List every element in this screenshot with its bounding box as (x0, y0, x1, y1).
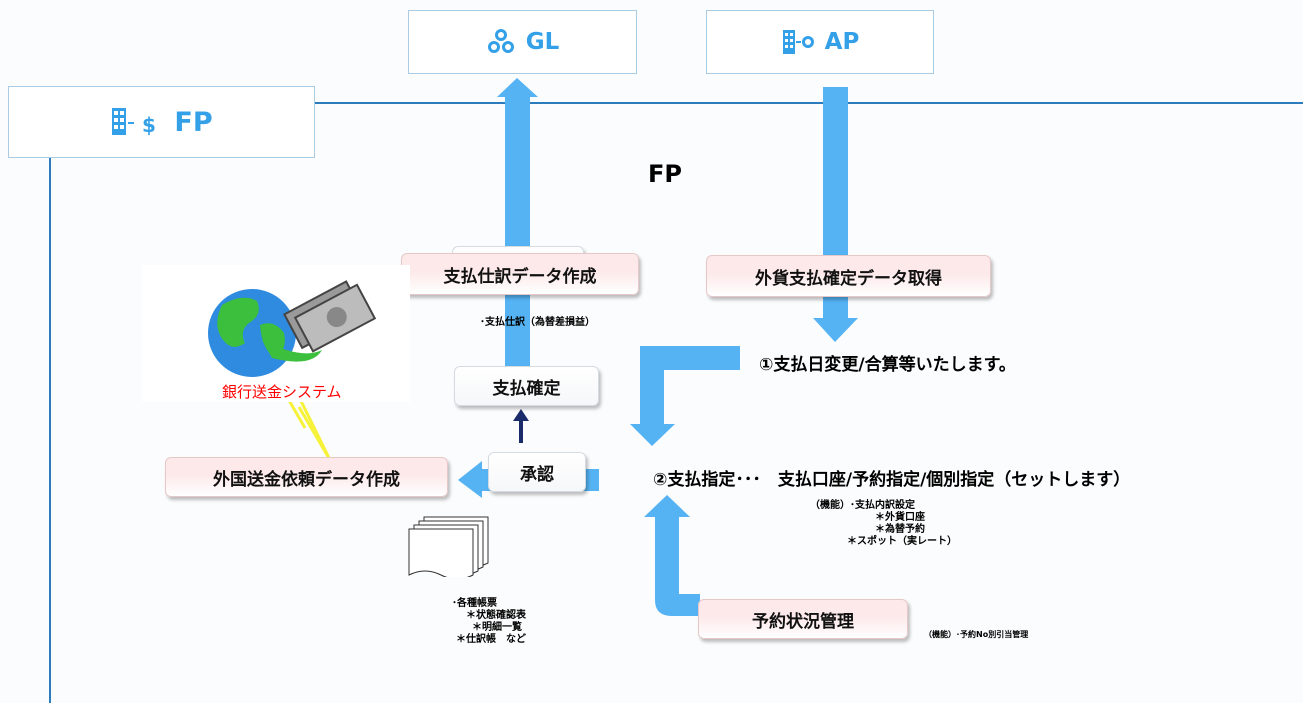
svg-text:$: $ (142, 113, 156, 137)
confirm-process[interactable]: 支払確定 (454, 366, 599, 406)
building-yen-icon (782, 30, 814, 54)
globe-money-icon (208, 280, 377, 377)
journal-note: ･支払仕訳（為替差損益） (480, 317, 595, 328)
gl-module[interactable]: GL (408, 10, 637, 74)
step1-text: ①支払日変更/合算等いたします。 (759, 355, 1016, 375)
reports-list: ･各種帳票 ＊状態確認表 ＊明細一覧 ＊仕訳帳 など (452, 598, 526, 645)
approve-process[interactable]: 承認 (488, 452, 586, 492)
bank-system-image (142, 265, 410, 402)
building-dollar-icon: $ (112, 108, 156, 137)
fp-label: FP (174, 106, 213, 138)
fx-fetch-process[interactable]: 外貨支払確定データ取得 (706, 255, 991, 297)
fp-module[interactable]: $ FP (8, 86, 315, 158)
remit-process[interactable]: 外国送金依頼データ作成 (165, 457, 448, 497)
reserve-note: （機能）･予約No別引当管理 (924, 630, 1029, 639)
function-list: （機能）･支払内訳設定 ＊外貨口座 ＊為替予約 ＊スポット（実レート） (810, 500, 957, 547)
reserve-process[interactable]: 予約状況管理 (698, 599, 908, 639)
journal-process[interactable]: 支払仕訳データ作成 (401, 253, 639, 295)
ap-label: AP (824, 29, 860, 55)
step2-text: ②支払指定･･･ 支払口座/予約指定/個別指定（セットします） (653, 470, 1131, 490)
bank-system-label: 銀行送金システム (222, 383, 342, 401)
documents-icon (408, 516, 489, 577)
diagram-title: FP (648, 160, 682, 188)
gl-label: GL (525, 29, 560, 55)
ap-module[interactable]: AP (706, 10, 934, 74)
flow-arrows (458, 78, 858, 616)
coins-icon (487, 29, 514, 53)
